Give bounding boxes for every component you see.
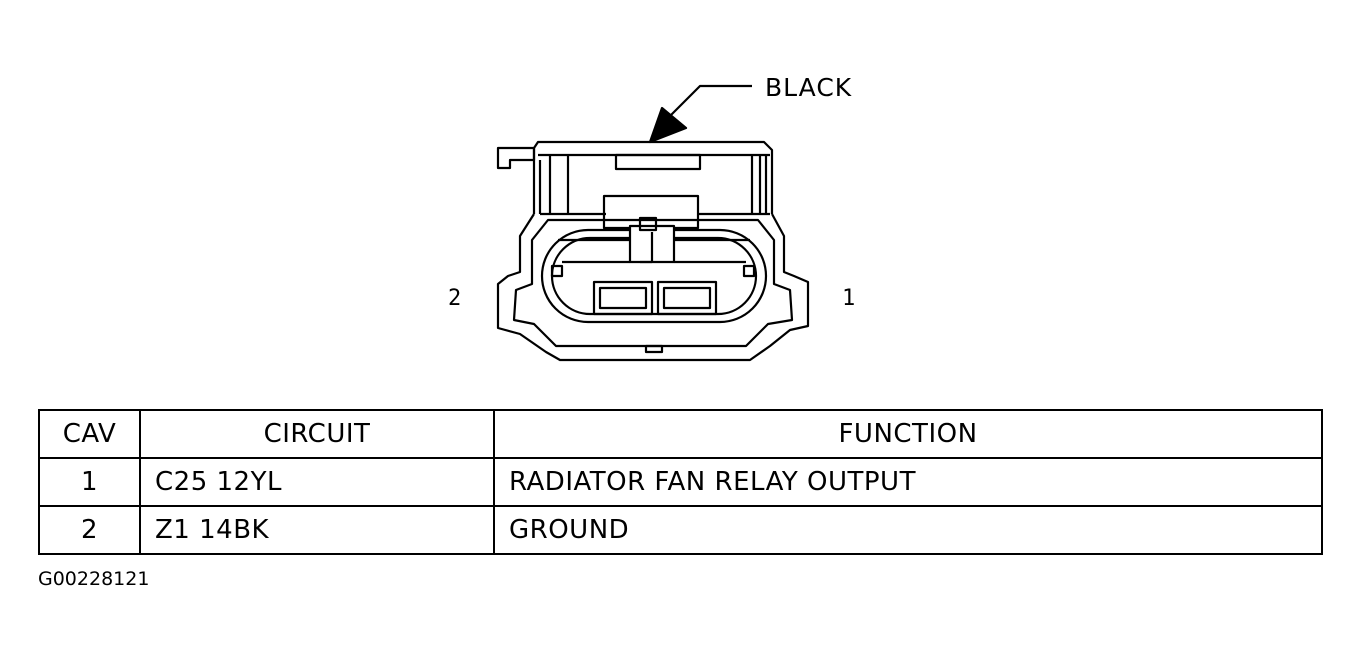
header-circuit: CIRCUIT (139, 409, 495, 459)
leader-line (667, 84, 752, 119)
connector-bottom-notch (644, 344, 664, 354)
table-header-row: CAV CIRCUIT FUNCTION (38, 409, 1323, 459)
cav-cell: 1 (38, 457, 141, 507)
terminal-cavity-1 (656, 280, 718, 316)
function-cell: GROUND (493, 505, 1323, 555)
function-cell: RADIATOR FAN RELAY OUTPUT (493, 457, 1323, 507)
side-tab-right (742, 264, 756, 278)
connector-top-rim (532, 140, 774, 214)
cavity-1-label: 1 (842, 286, 856, 311)
terminal-cavity-2 (592, 280, 654, 316)
connector-outer-housing (496, 213, 810, 362)
connector-top-latch (496, 146, 536, 170)
table-row: 1 C25 12YL RADIATOR FAN RELAY OUTPUT (38, 457, 1323, 507)
connector-diagram (496, 84, 810, 362)
arrow-head (648, 106, 688, 144)
connector-inner-housing (512, 218, 794, 348)
circuit-cell: Z1 14BK (139, 505, 495, 555)
header-function: FUNCTION (493, 409, 1323, 459)
pinout-table: CAV CIRCUIT FUNCTION 1 C25 12YL RADIATOR… (38, 409, 1323, 555)
circuit-cell: C25 12YL (139, 457, 495, 507)
connector-color-label: BLACK (765, 73, 853, 102)
figure-id: G00228121 (38, 568, 150, 590)
cavity-2-label: 2 (448, 286, 462, 311)
side-tab-left (550, 264, 564, 278)
table-row: 2 Z1 14BK GROUND (38, 505, 1323, 555)
header-cav: CAV (38, 409, 141, 459)
cav-cell: 2 (38, 505, 141, 555)
connector-oval-cavity (540, 228, 768, 324)
connector-top-block (602, 194, 700, 230)
